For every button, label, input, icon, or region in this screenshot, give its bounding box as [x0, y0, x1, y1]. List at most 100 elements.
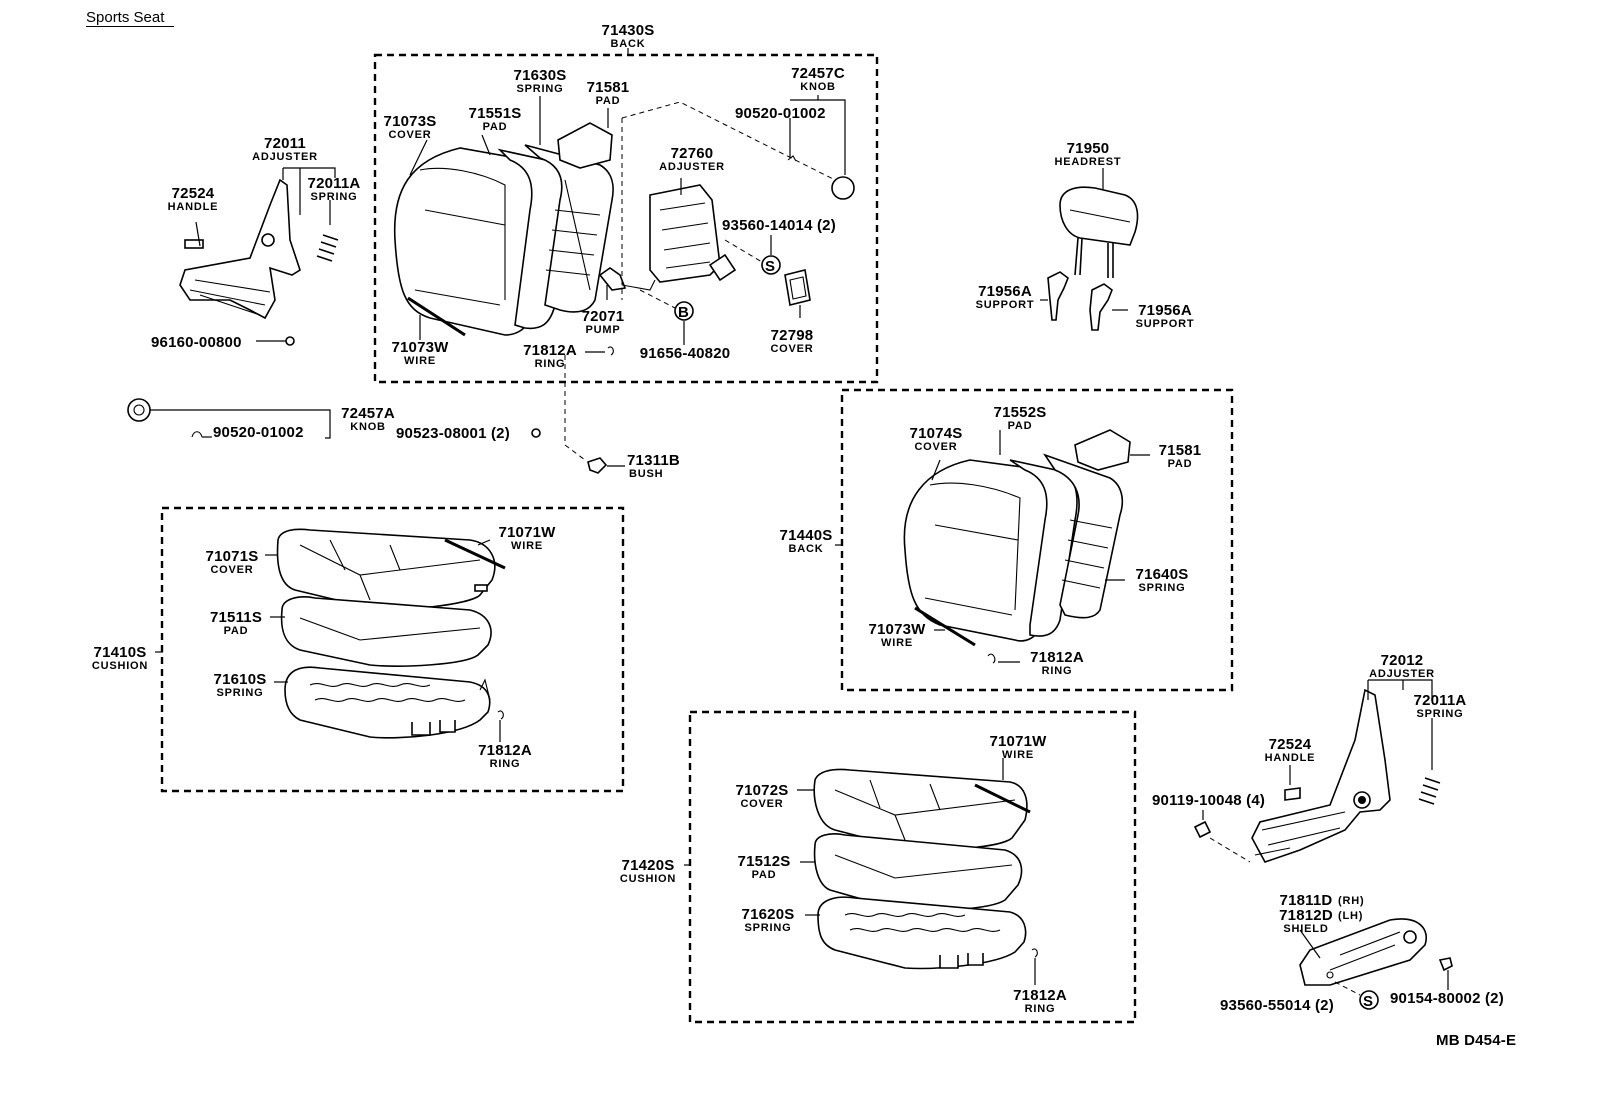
- part-name: SUPPORT: [1136, 318, 1195, 330]
- part-number: 72457A: [341, 405, 395, 422]
- symbol-b-1: B: [678, 304, 689, 321]
- part-number: 71073S: [384, 113, 437, 130]
- part-number: 72524: [172, 185, 215, 202]
- part-number: 90523-08001 (2): [396, 425, 510, 442]
- part-name: ADJUSTER: [1369, 668, 1435, 680]
- part-name: WIRE: [404, 355, 436, 367]
- part-name: SPRING: [745, 922, 792, 934]
- label-90154: 90154-80002 (2): [1390, 990, 1504, 1007]
- part-name: WIRE: [511, 540, 543, 552]
- seatback-71430S-drawing: [393, 48, 855, 461]
- part-number: 71071W: [498, 524, 556, 541]
- part-name: RING: [1042, 665, 1073, 677]
- part-name: PAD: [596, 95, 621, 107]
- part-name: ADJUSTER: [659, 161, 725, 173]
- part-name: BACK: [789, 543, 824, 555]
- cushion-71420S-drawing: [684, 758, 1038, 985]
- part-number: 71811D: [1280, 892, 1333, 909]
- part-side-suffix: (LH): [1338, 910, 1363, 922]
- label-90520b: 90520-01002: [213, 424, 304, 441]
- diagram-code: MB D454-E: [1436, 1032, 1516, 1049]
- part-number: 71073W: [868, 621, 926, 638]
- part-name: SPRING: [1139, 582, 1186, 594]
- part-number: 93560-14014 (2): [722, 217, 836, 234]
- part-name: BACK: [611, 38, 646, 50]
- part-number: 71440S: [780, 527, 833, 544]
- part-name: CUSHION: [620, 873, 676, 885]
- part-name: SPRING: [517, 83, 564, 95]
- part-name: COVER: [740, 798, 783, 810]
- part-number: 71620S: [742, 906, 795, 923]
- label-90523: 90523-08001 (2): [396, 425, 510, 442]
- part-number: 71630S: [514, 67, 567, 84]
- symbol-s-2: S: [1363, 993, 1373, 1010]
- diagram-title: Sports Seat: [86, 9, 175, 27]
- part-side-suffix: (RH): [1338, 895, 1364, 907]
- part-name: CUSHION: [92, 660, 148, 672]
- part-number: 71581: [587, 79, 630, 96]
- part-name: WIRE: [1002, 749, 1034, 761]
- part-number: 72457C: [791, 65, 845, 82]
- part-name: SPRING: [1417, 708, 1464, 720]
- part-number: 90520-01002: [213, 424, 304, 441]
- part-number: 71812A: [1030, 649, 1084, 666]
- cushion-group-box-left: [160, 506, 625, 793]
- part-name: RING: [490, 758, 521, 770]
- part-number: 71074S: [910, 425, 963, 442]
- part-number: 96160-00800: [151, 334, 242, 351]
- part-name: HANDLE: [1265, 752, 1316, 764]
- headrest-drawing: [1040, 168, 1139, 331]
- part-number: 71552S: [994, 404, 1047, 421]
- cushion-group-box-bottom: [688, 710, 1137, 1024]
- part-number: 90520-01002: [735, 105, 826, 122]
- seatback-71440S-drawing: [835, 429, 1150, 664]
- cushion-71410S-drawing: [155, 528, 506, 742]
- part-number: 71812A: [478, 742, 532, 759]
- part-number: 72011A: [308, 175, 361, 192]
- part-number: 72012: [1381, 652, 1424, 669]
- part-number: 71410S: [94, 644, 147, 661]
- part-name: PAD: [1168, 458, 1193, 470]
- part-number: 71072S: [736, 782, 789, 799]
- part-name: SPRING: [311, 191, 358, 203]
- part-number: 71956A: [978, 283, 1032, 300]
- part-number: 72011: [264, 135, 306, 152]
- part-number: 71071S: [206, 548, 259, 565]
- part-name: KNOB: [350, 421, 386, 433]
- adjuster-72012-drawing: [1193, 679, 1453, 1010]
- label-93560a: 93560-14014 (2): [722, 217, 836, 234]
- part-number: 72760: [671, 145, 714, 162]
- part-name: SUPPORT: [976, 299, 1035, 311]
- part-number: 71610S: [214, 671, 267, 688]
- part-number: 71950: [1067, 140, 1110, 157]
- part-number: 71956A: [1138, 302, 1192, 319]
- part-name: PUMP: [586, 324, 621, 336]
- part-number: 71640S: [1136, 566, 1189, 583]
- part-number: 71073W: [391, 339, 449, 356]
- part-name: RING: [1025, 1003, 1056, 1015]
- part-number: 91656-40820: [640, 345, 731, 362]
